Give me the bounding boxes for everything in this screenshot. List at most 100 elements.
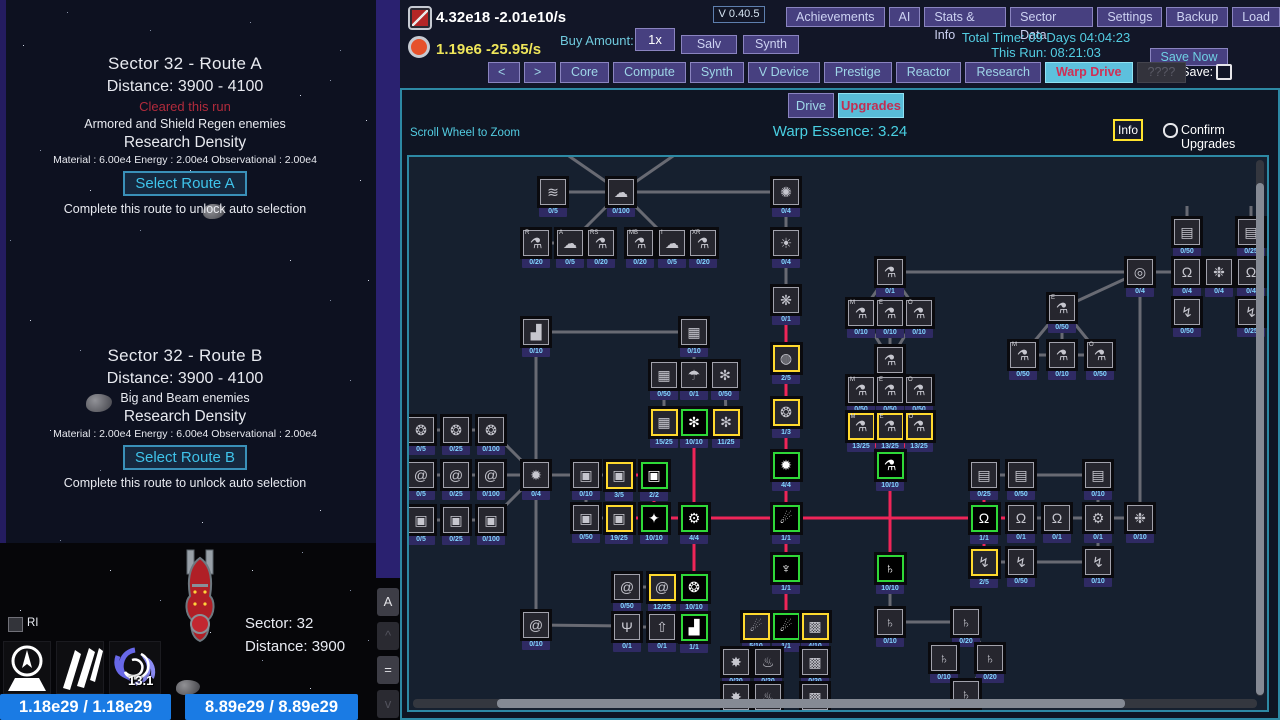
upgrade-node[interactable]: ▤0/10 (1081, 462, 1115, 500)
tab-v-device[interactable]: V Device (747, 62, 820, 83)
upgrade-node[interactable]: ▣0/5 (409, 507, 438, 545)
upgrade-node[interactable]: ❂0/25 (439, 417, 473, 455)
upgrade-node[interactable]: ▣0/10 (569, 462, 603, 500)
ai-button[interactable]: AI (888, 7, 921, 27)
upgrade-node[interactable]: ▦0/10 (677, 319, 711, 357)
ri-checkbox[interactable] (8, 617, 23, 632)
upgrade-node[interactable]: ▤0/50 (1170, 219, 1204, 257)
upgrade-node[interactable]: ❂10/10 (677, 574, 711, 613)
upgrade-node[interactable]: ▣3/5 (602, 462, 636, 501)
upgrade-node[interactable]: ♄0/10 (927, 645, 961, 683)
upgrade-node[interactable]: ❋0/1 (769, 287, 803, 325)
tab-core[interactable]: Core (560, 62, 610, 83)
upgrade-node[interactable]: ⚙4/4 (677, 505, 711, 544)
upgrade-node[interactable]: ☄1/1 (769, 613, 803, 652)
upgrade-node[interactable]: @0/25 (439, 462, 473, 500)
side-button-a[interactable]: A (377, 588, 399, 616)
upgrade-node[interactable]: @0/100 (474, 462, 508, 500)
tab-blank[interactable]: > (524, 62, 556, 83)
upgrade-node[interactable]: ▦0/50 (647, 362, 681, 400)
tab-drive[interactable]: Drive (788, 93, 834, 118)
upgrade-node[interactable]: ▟1/1 (677, 614, 711, 653)
upgrade-node[interactable]: ↯0/10 (1081, 549, 1115, 587)
upgrade-node[interactable]: ♆1/1 (769, 555, 803, 594)
tab-upgrades[interactable]: Upgrades (838, 93, 904, 118)
settings-button[interactable]: Settings (1097, 7, 1163, 27)
auto-save-checkbox[interactable] (1216, 64, 1232, 80)
upgrade-node[interactable]: ❂1/3 (769, 399, 803, 438)
tab-synth[interactable]: Synth (689, 62, 744, 83)
side-button-v[interactable]: v (377, 690, 399, 718)
upgrade-node[interactable]: ▣0/25 (439, 507, 473, 545)
tab-blank[interactable]: ???? (1136, 62, 1187, 83)
upgrade-node[interactable]: ♄10/10 (873, 555, 907, 594)
upgrade-node[interactable]: ✹0/4 (519, 462, 553, 500)
upgrade-node[interactable]: ↯2/5 (967, 549, 1001, 588)
vertical-scrollbar-thumb[interactable] (1256, 183, 1264, 695)
upgrade-node[interactable]: ▣0/50 (569, 505, 603, 543)
select-route-a-button[interactable]: Select Route A (123, 171, 247, 196)
side-button-blank[interactable]: = (377, 656, 399, 684)
tab-compute[interactable]: Compute (613, 62, 686, 83)
upgrade-node[interactable]: ❉0/10 (1123, 505, 1157, 543)
info-button[interactable]: Info (1113, 119, 1143, 141)
upgrade-node[interactable]: ⚙0/1 (1081, 505, 1115, 543)
upgrade-node[interactable]: ≋0/5 (536, 179, 570, 217)
upgrade-node[interactable]: ▤0/25 (1234, 219, 1267, 257)
side-button-blank[interactable]: ^ (377, 622, 399, 650)
upgrade-node[interactable]: ⚗0/10 (1045, 342, 1079, 380)
upgrade-node[interactable]: ⚗0/1 (873, 259, 907, 297)
upgrade-node[interactable]: ☄1/1 (769, 505, 803, 544)
upgrade-node[interactable]: ♨0/20 (751, 649, 785, 687)
buy-salv-button[interactable]: Salv (681, 35, 737, 54)
upgrade-node[interactable]: ▩4/10 (798, 613, 832, 652)
tab-research[interactable]: Research (965, 62, 1041, 83)
upgrade-node[interactable]: ▣19/25 (602, 505, 636, 544)
tab-blank[interactable]: < (488, 62, 520, 83)
upgrade-node[interactable]: ◎0/4 (1123, 259, 1157, 297)
save-now-button[interactable]: Save Now (1150, 48, 1228, 66)
upgrade-node[interactable]: @12/25 (645, 574, 679, 613)
backup-button[interactable]: Backup (1166, 7, 1229, 27)
upgrade-node[interactable]: ✹4/4 (769, 452, 803, 491)
upgrade-node[interactable]: ♄0/20 (949, 609, 983, 647)
upgrade-node[interactable]: ▩0/20 (798, 649, 832, 687)
tab-prestige[interactable]: Prestige (823, 62, 892, 83)
horizontal-scrollbar-thumb[interactable] (497, 699, 1125, 708)
upgrade-node[interactable]: ✻0/50 (708, 362, 742, 400)
sector-data-button[interactable]: Sector Data (1010, 7, 1094, 42)
load-button[interactable]: Load (1232, 7, 1280, 27)
upgrade-node[interactable]: ✦10/10 (637, 505, 671, 544)
upgrade-node[interactable]: ↯0/50 (1004, 549, 1038, 587)
upgrade-node[interactable]: ☂0/1 (677, 362, 711, 400)
upgrade-node[interactable]: ✻11/25 (709, 409, 743, 448)
upgrade-node[interactable]: ⇧0/1 (645, 614, 679, 652)
buy-amount-button[interactable]: 1x (635, 28, 675, 51)
upgrade-node[interactable]: ❉0/4 (1202, 259, 1236, 297)
upgrade-node[interactable]: ❂0/5 (409, 417, 438, 455)
upgrade-node[interactable]: ⚗10/10 (873, 452, 907, 491)
upgrade-node[interactable]: ◍2/5 (769, 345, 803, 384)
upgrade-node[interactable]: ▦15/25 (647, 409, 681, 448)
upgrade-node[interactable]: ♄0/20 (973, 645, 1007, 683)
